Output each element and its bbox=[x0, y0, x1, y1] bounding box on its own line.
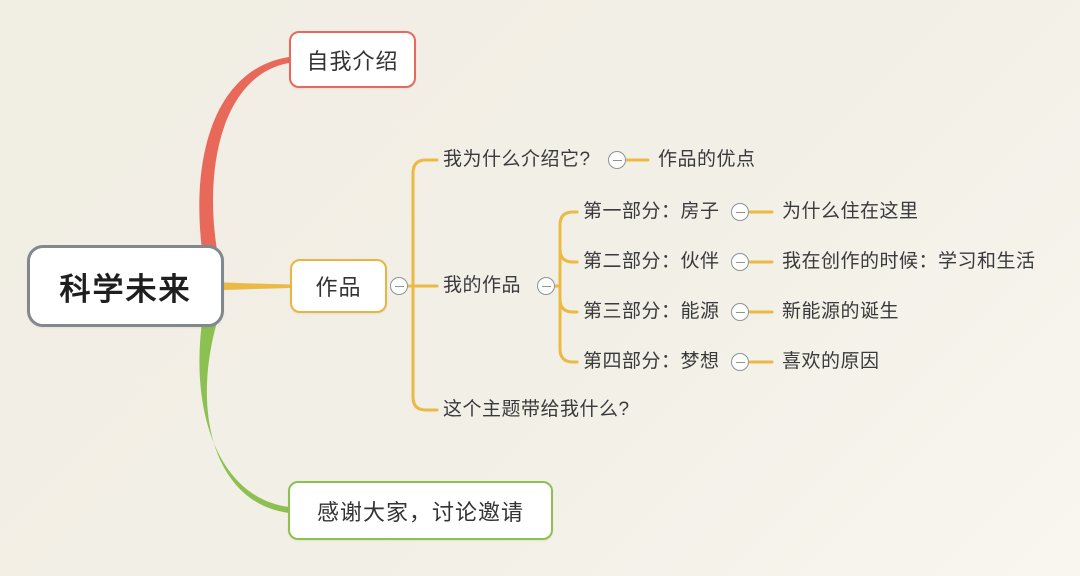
subtopic-part2-partners[interactable]: 第二部分：伙伴 bbox=[583, 251, 720, 272]
root-topic[interactable]: 科学未来 bbox=[27, 245, 224, 327]
subtopic-part1-detail[interactable]: 为什么住在这里 bbox=[782, 201, 919, 222]
subtopic-advantages[interactable]: 作品的优点 bbox=[658, 149, 756, 170]
subtopic-topic-takeaway[interactable]: 这个主题带给我什么? bbox=[443, 399, 630, 420]
minus-icon bbox=[735, 311, 745, 313]
subtopic-part4-dream[interactable]: 第四部分：梦想 bbox=[583, 351, 720, 372]
branch-topic-thanks[interactable]: 感谢大家，讨论邀请 bbox=[288, 481, 553, 540]
minus-icon bbox=[541, 285, 551, 287]
branch-curve-thanks bbox=[199, 322, 289, 513]
minus-icon bbox=[394, 285, 404, 287]
collapse-toggle-why[interactable] bbox=[608, 151, 626, 169]
subtopic-part1-house[interactable]: 第一部分：房子 bbox=[583, 201, 720, 222]
branch-topic-works[interactable]: 作品 bbox=[290, 259, 387, 313]
collapse-toggle-my-works[interactable] bbox=[537, 277, 555, 295]
subtopic-part4-detail[interactable]: 喜欢的原因 bbox=[782, 351, 880, 372]
collapse-toggle-works[interactable] bbox=[390, 277, 408, 295]
bracket2-hook-part3 bbox=[558, 297, 579, 314]
minus-icon bbox=[612, 159, 622, 161]
bracket1-outline bbox=[411, 158, 439, 412]
subtopic-why-introduce[interactable]: 我为什么介绍它? bbox=[443, 149, 591, 170]
subtopic-part3-detail[interactable]: 新能源的诞生 bbox=[782, 301, 900, 322]
subtopic-part2-detail[interactable]: 我在创作的时候：学习和生活 bbox=[782, 251, 1036, 272]
branch-topic-intro[interactable]: 自我介绍 bbox=[289, 31, 416, 88]
minus-icon bbox=[735, 361, 745, 363]
minus-icon bbox=[735, 211, 745, 213]
subtopic-part3-energy[interactable]: 第三部分：能源 bbox=[583, 301, 720, 322]
works-bracket-group bbox=[406, 158, 774, 412]
branch-curve-intro bbox=[199, 57, 289, 250]
bracket2-outline bbox=[558, 210, 579, 364]
collapse-toggle-part4[interactable] bbox=[731, 353, 749, 371]
collapse-toggle-part2[interactable] bbox=[731, 253, 749, 271]
bracket2-hook-part2 bbox=[558, 247, 579, 264]
subtopic-my-works[interactable]: 我的作品 bbox=[443, 275, 522, 296]
collapse-toggle-part3[interactable] bbox=[731, 303, 749, 321]
branch-line-works bbox=[224, 282, 291, 290]
collapse-toggle-part1[interactable] bbox=[731, 203, 749, 221]
minus-icon bbox=[735, 261, 745, 263]
